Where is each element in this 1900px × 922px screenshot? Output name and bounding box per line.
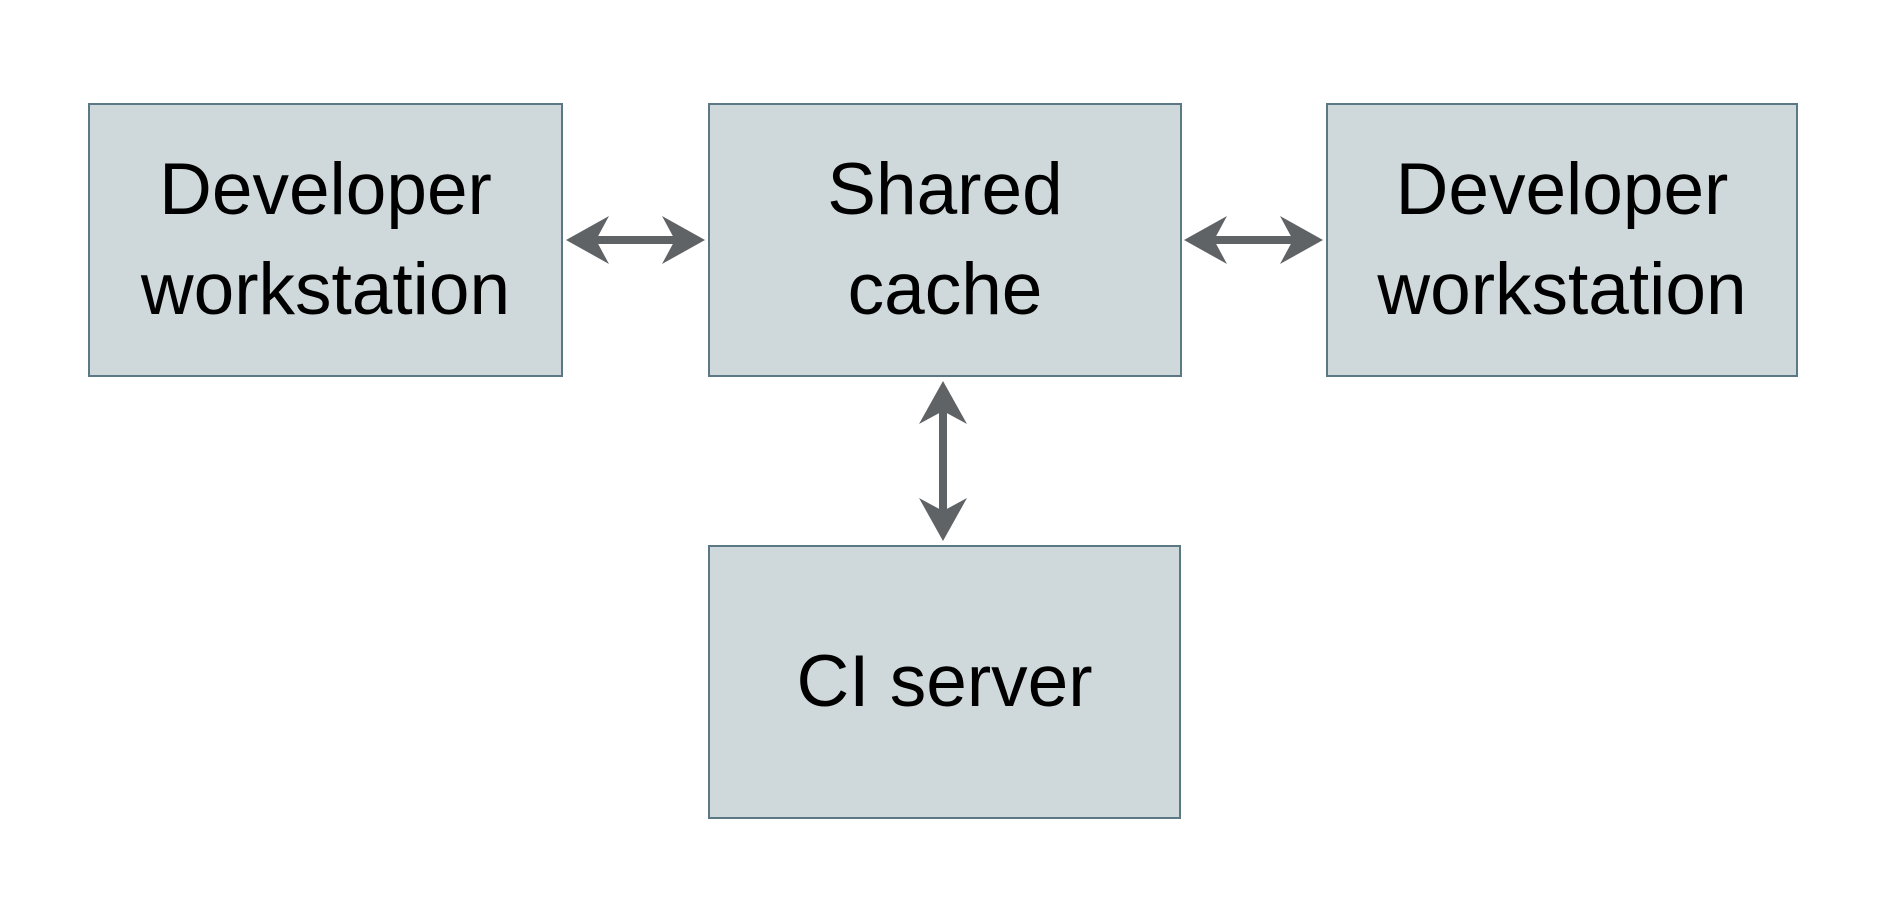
bidirectional-arrow-cache-right-workstation xyxy=(1184,216,1323,264)
bidirectional-arrow-cache-ci-server xyxy=(919,381,967,541)
arrowhead-down-icon xyxy=(919,498,967,541)
node-label-ci-server: CI server xyxy=(796,641,1093,722)
node-shared-cache: Shared cache xyxy=(708,103,1182,377)
node-developer-workstation-left: Developer workstation xyxy=(88,103,563,377)
node-label-shared-cache: Shared cache xyxy=(827,149,1063,330)
arrowhead-left-icon xyxy=(566,216,609,264)
node-ci-server: CI server xyxy=(708,545,1181,819)
node-label-developer-workstation-left: Developer workstation xyxy=(140,149,511,330)
node-label-developer-workstation-right: Developer workstation xyxy=(1377,149,1747,330)
node-developer-workstation-right: Developer workstation xyxy=(1326,103,1798,377)
arrowhead-up-icon xyxy=(919,381,967,424)
arrowhead-right-icon xyxy=(662,216,705,264)
bidirectional-arrow-left-workstation-cache xyxy=(566,216,705,264)
arrowhead-right-icon xyxy=(1280,216,1323,264)
arrowhead-left-icon xyxy=(1184,216,1227,264)
